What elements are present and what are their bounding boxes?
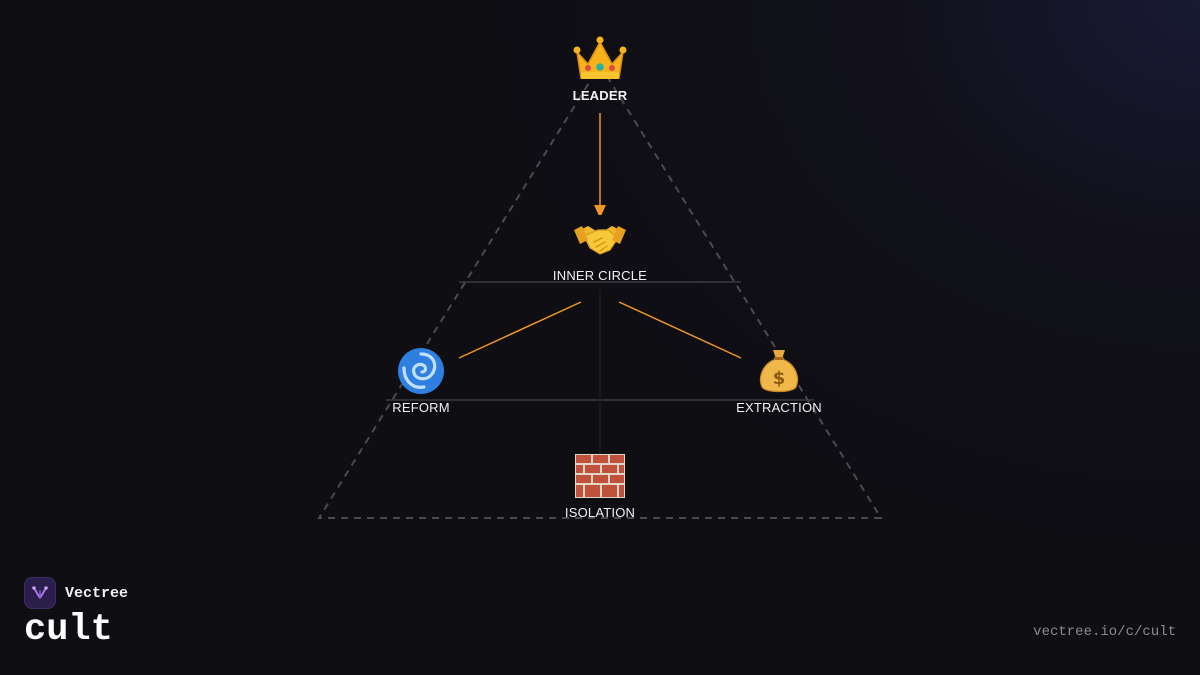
node-leader: LEADER xyxy=(510,33,690,103)
edge-inner-circle-reform xyxy=(458,301,582,359)
edge-inner-circle-extraction xyxy=(618,301,742,359)
brick-wall-icon xyxy=(510,450,690,502)
node-inner-circle: INNER CIRCLE xyxy=(510,213,690,283)
node-isolation: ISOLATION xyxy=(510,450,690,520)
cyclone-icon xyxy=(331,345,511,397)
node-label-reform: REFORM xyxy=(392,400,450,415)
page-url[interactable]: vectree.io/c/cult xyxy=(1033,624,1176,640)
node-extraction: $ EXTRACTION xyxy=(689,345,869,415)
pyramid-outline xyxy=(317,63,883,519)
node-label-leader: LEADER xyxy=(572,88,628,103)
vectree-logo-icon xyxy=(24,577,56,609)
node-label-isolation: ISOLATION xyxy=(564,505,636,520)
node-reform: REFORM xyxy=(331,345,511,415)
handshake-icon xyxy=(510,213,690,265)
brand-name: Vectree xyxy=(65,584,129,602)
svg-text:$: $ xyxy=(773,368,786,389)
money-bag-icon: $ xyxy=(689,345,869,397)
page-title: cult xyxy=(24,609,113,651)
crown-icon xyxy=(510,33,690,85)
node-label-extraction: EXTRACTION xyxy=(736,400,822,415)
brand: Vectree xyxy=(24,577,128,609)
node-label-inner-circle: INNER CIRCLE xyxy=(552,268,648,283)
